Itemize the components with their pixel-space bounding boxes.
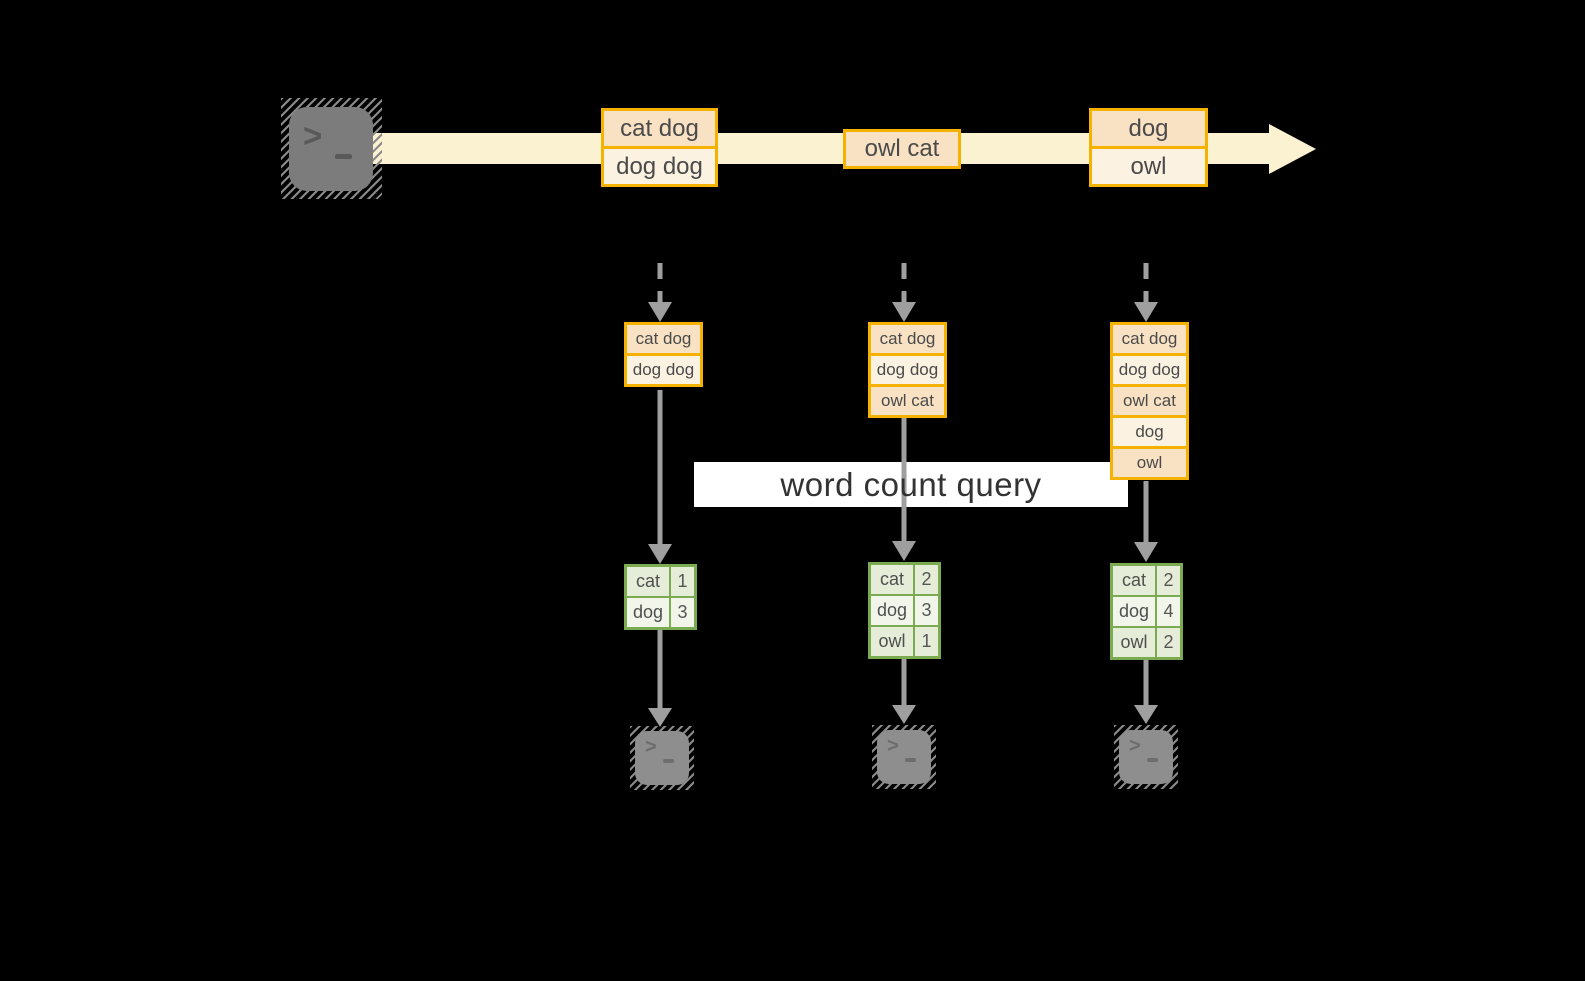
result-count: 3 [671, 598, 694, 627]
micro-batch-record: owl cat [871, 387, 944, 415]
terminal-prompt-icon: > [877, 730, 931, 784]
stream-batch-2: owl cat [843, 129, 961, 169]
result-word: dog [1113, 597, 1155, 626]
query-arrowhead-2 [892, 541, 916, 561]
result-word: cat [627, 567, 669, 596]
micro-batch-record: dog [1113, 418, 1186, 446]
result-row: cat 1 [627, 567, 694, 596]
stream-batch-3: dog owl [1089, 108, 1208, 187]
stream-record: dog [1092, 111, 1205, 146]
micro-batch-2: cat dog dog dog owl cat [868, 322, 947, 418]
result-table-2: cat 2 dog 3 owl 1 [868, 562, 941, 659]
sink-arrowhead-2 [892, 705, 916, 724]
source-terminal-icon: > [281, 98, 382, 199]
micro-batch-record: cat dog [1113, 325, 1186, 353]
stream-timeline-arrowhead-icon [1269, 124, 1316, 174]
result-word: cat [871, 565, 913, 594]
stream-batch-1: cat dog dog dog [601, 108, 718, 187]
stream-record: owl [1092, 149, 1205, 184]
micro-batch-record: owl [1113, 449, 1186, 477]
terminal-prompt-icon: > [289, 107, 373, 191]
micro-batch-record: dog dog [871, 356, 944, 384]
result-row: owl 2 [1113, 628, 1180, 657]
micro-batch-record: dog dog [627, 356, 700, 384]
sink-terminal-icon-2: > [872, 725, 936, 789]
micro-batch-1: cat dog dog dog [624, 322, 703, 387]
micro-batch-record: dog dog [1113, 356, 1186, 384]
micro-batch-3: cat dog dog dog owl cat dog owl [1110, 322, 1189, 480]
stream-record: owl cat [846, 132, 958, 166]
result-row: owl 1 [871, 627, 938, 656]
result-row: dog 3 [871, 596, 938, 625]
sink-arrowhead-3 [1134, 705, 1158, 724]
sink-terminal-icon-1: > [630, 726, 694, 790]
result-count: 1 [671, 567, 694, 596]
result-count: 2 [915, 565, 938, 594]
query-banner-background [694, 462, 1128, 507]
result-word: owl [1113, 628, 1155, 657]
result-table-3: cat 2 dog 4 owl 2 [1110, 563, 1183, 660]
result-count: 1 [915, 627, 938, 656]
result-word: dog [627, 598, 669, 627]
stream-record: cat dog [604, 111, 715, 146]
sink-arrowhead-1 [648, 708, 672, 727]
query-arrowhead-3 [1134, 542, 1158, 562]
result-row: dog 4 [1113, 597, 1180, 626]
micro-batch-record: cat dog [871, 325, 944, 353]
result-word: owl [871, 627, 913, 656]
micro-batch-record: cat dog [627, 325, 700, 353]
terminal-prompt-icon: > [635, 731, 689, 785]
result-word: cat [1113, 566, 1155, 595]
result-count: 3 [915, 596, 938, 625]
result-count: 2 [1157, 566, 1180, 595]
dashed-arrowhead-3 [1134, 302, 1158, 322]
stream-record: dog dog [604, 149, 715, 184]
result-count: 2 [1157, 628, 1180, 657]
micro-batch-record: owl cat [1113, 387, 1186, 415]
result-count: 4 [1157, 597, 1180, 626]
result-word: dog [871, 596, 913, 625]
terminal-prompt-icon: > [1119, 730, 1173, 784]
result-row: cat 2 [871, 565, 938, 594]
result-row: cat 2 [1113, 566, 1180, 595]
dashed-arrowhead-2 [892, 302, 916, 322]
result-row: dog 3 [627, 598, 694, 627]
query-arrowhead-1 [648, 544, 672, 564]
dashed-arrowhead-1 [648, 302, 672, 322]
result-table-1: cat 1 dog 3 [624, 564, 697, 630]
sink-terminal-icon-3: > [1114, 725, 1178, 789]
query-banner-label: word count query [780, 465, 1042, 503]
